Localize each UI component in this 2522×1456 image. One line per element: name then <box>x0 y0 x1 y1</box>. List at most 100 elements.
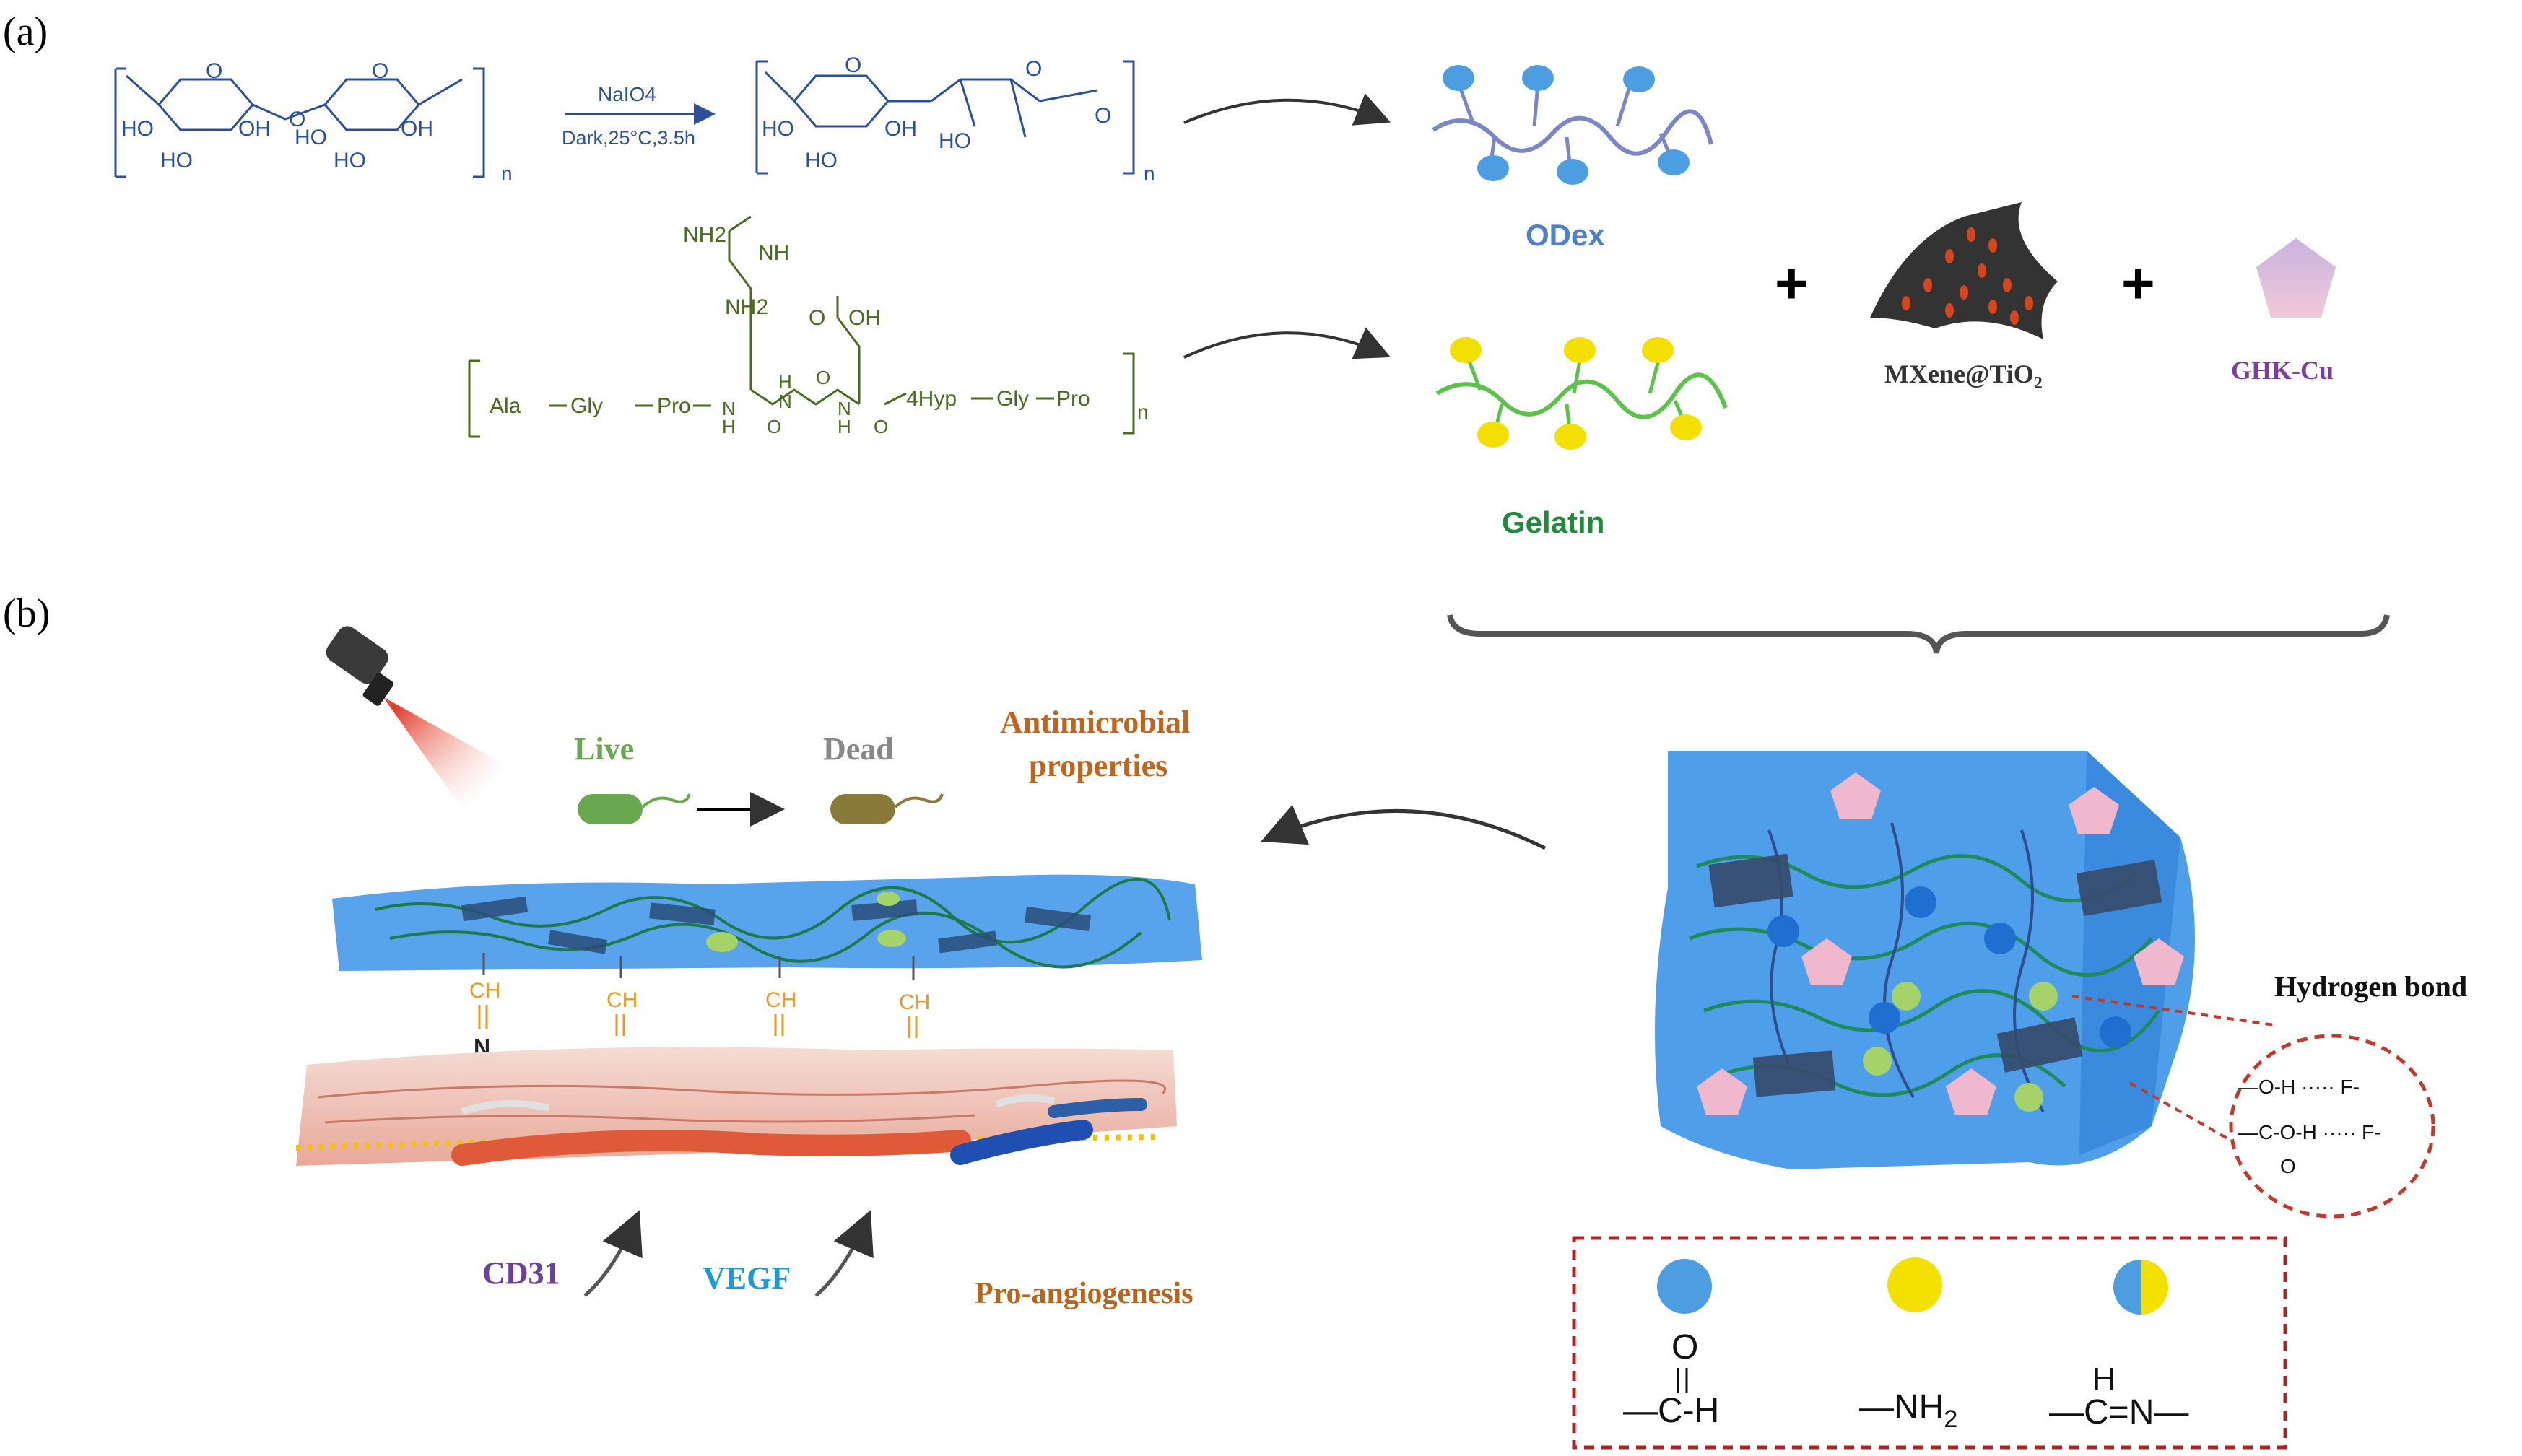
svg-text:Gly: Gly <box>570 394 603 418</box>
svg-text:OH: OH <box>884 117 917 141</box>
plus-sign-2: + <box>2121 251 2155 315</box>
skin-tissue <box>295 1047 1177 1166</box>
legend-formulas: O —C-H —NH2 H —C=N— <box>1623 1328 2188 1433</box>
functional-group-legend <box>1572 1236 2287 1450</box>
svg-text:HO: HO <box>762 117 794 141</box>
gelatin-cartoon <box>1435 337 1728 450</box>
svg-text:OH: OH <box>238 117 271 141</box>
dead-bacterium-icon <box>830 793 944 824</box>
svg-text:O: O <box>1671 1328 1698 1366</box>
svg-text:OH: OH <box>848 306 881 330</box>
svg-text:Pro: Pro <box>1056 387 1090 411</box>
mxene-label: MXene@TiO2 <box>1884 359 2043 393</box>
dextran-groups: O O O HO OH HO OH HO HO n <box>121 59 513 185</box>
svg-text:HO: HO <box>295 126 327 149</box>
reagent-label: NaIO4 <box>598 83 656 105</box>
svg-text:OH: OH <box>401 117 433 141</box>
hydrogen-bond-callout <box>2229 1034 2435 1219</box>
svg-text:NH: NH <box>758 241 789 265</box>
svg-text:O: O <box>845 53 861 77</box>
svg-text:—C-H: —C-H <box>1623 1392 1719 1430</box>
svg-text:O: O <box>1095 104 1111 128</box>
reaction-conditions: Dark,25°C,3.5h <box>562 127 695 149</box>
antimicrobial-label: Antimicrobial <box>1000 705 1190 740</box>
svg-text:NH2: NH2 <box>725 295 768 319</box>
svg-text:H: H <box>2092 1361 2116 1397</box>
ghk-cu-label: GHK-Cu <box>2231 356 2334 385</box>
svg-text:HO: HO <box>939 129 971 153</box>
schiff-link-1: CH N <box>469 953 500 1060</box>
hbond-line-1: —O-H ····· F- <box>2238 1076 2360 1098</box>
gelatin-groups: NH2 NH NH2 O OH Ala Gly Pro 4Hyp Gly Pro… <box>490 223 1149 437</box>
svg-text:CH: CH <box>469 979 500 1003</box>
svg-text:NH2: NH2 <box>683 223 726 247</box>
gelatin-curved-arrow <box>1183 327 1391 359</box>
oxidized-dextran-structure <box>755 60 1135 175</box>
dextran-structure <box>114 67 485 178</box>
panel-b-label: (b) <box>3 591 50 636</box>
hbond-line-2: —C-O-H ····· F- <box>2238 1121 2380 1143</box>
laser-icon <box>326 626 505 808</box>
svg-text:O: O <box>874 416 888 437</box>
svg-text:n: n <box>1144 162 1155 185</box>
svg-text:HO: HO <box>121 117 154 141</box>
svg-text:CH: CH <box>899 990 930 1014</box>
dead-label: Dead <box>823 731 894 767</box>
cd31-label: CD31 <box>482 1255 560 1291</box>
plus-sign-1: + <box>1775 251 1809 315</box>
svg-text:H: H <box>778 371 792 393</box>
hydrogel-layer <box>332 874 1202 971</box>
svg-text:n: n <box>1137 401 1149 423</box>
svg-text:Pro: Pro <box>657 394 691 418</box>
cd31-arrow <box>583 1210 643 1297</box>
combine-brace <box>1447 614 2390 654</box>
hydrogen-bond-label: Hydrogen bond <box>2274 970 2467 1003</box>
pro-angiogenesis-label: Pro-angiogenesis <box>975 1277 1193 1310</box>
svg-text:CH: CH <box>606 988 638 1012</box>
svg-text:O: O <box>206 59 222 83</box>
svg-text:H: H <box>722 416 736 437</box>
svg-text:H: H <box>838 416 851 437</box>
svg-text:—NH2: —NH2 <box>1859 1388 1957 1433</box>
svg-text:N: N <box>778 391 792 412</box>
imine-node-icon <box>2113 1260 2168 1315</box>
svg-text:n: n <box>501 162 513 185</box>
panel-a-label: (a) <box>3 9 48 54</box>
svg-text:—C=N—: —C=N— <box>2049 1393 2188 1431</box>
live-label: Live <box>574 731 634 767</box>
svg-text:N: N <box>722 398 736 419</box>
svg-text:O: O <box>372 59 388 83</box>
properties-label: properties <box>1029 748 1167 783</box>
hydrogel-network <box>1655 751 2195 1169</box>
svg-text:4Hyp: 4Hyp <box>906 387 957 411</box>
svg-text:HO: HO <box>334 149 366 173</box>
callout-lines <box>2071 995 2275 1142</box>
svg-text:Gly: Gly <box>996 387 1029 411</box>
gelatin-structure <box>468 215 1135 438</box>
svg-text:HO: HO <box>805 149 838 173</box>
mxene-sheet-icon <box>1870 202 2058 339</box>
svg-text:Ala: Ala <box>490 394 521 418</box>
amine-node-icon <box>1887 1257 1942 1312</box>
odex-cartoon <box>1432 65 1713 185</box>
live-bacterium-icon <box>578 793 691 824</box>
svg-text:HO: HO <box>160 149 193 173</box>
svg-text:O: O <box>816 367 830 388</box>
ghk-cu-pentagon-icon <box>2256 238 2336 318</box>
svg-text:CH: CH <box>765 988 796 1012</box>
svg-text:O: O <box>289 108 305 131</box>
oxidized-dextran-groups: O O O HO OH HO HO n <box>762 53 1155 185</box>
aldehyde-node-icon <box>1657 1259 1712 1314</box>
apply-arrow <box>1261 804 1547 850</box>
svg-text:O: O <box>1025 57 1042 81</box>
svg-text:N: N <box>838 398 851 419</box>
odex-curved-arrow <box>1183 93 1391 126</box>
hbond-carbonyl-o: O <box>2280 1155 2296 1177</box>
svg-text:O: O <box>767 416 781 437</box>
vegf-label: VEGF <box>703 1260 791 1296</box>
vegf-arrow <box>814 1210 874 1297</box>
svg-text:O: O <box>809 306 825 330</box>
gelatin-label: Gelatin <box>1502 505 1604 539</box>
odex-label: ODex <box>1526 218 1605 252</box>
